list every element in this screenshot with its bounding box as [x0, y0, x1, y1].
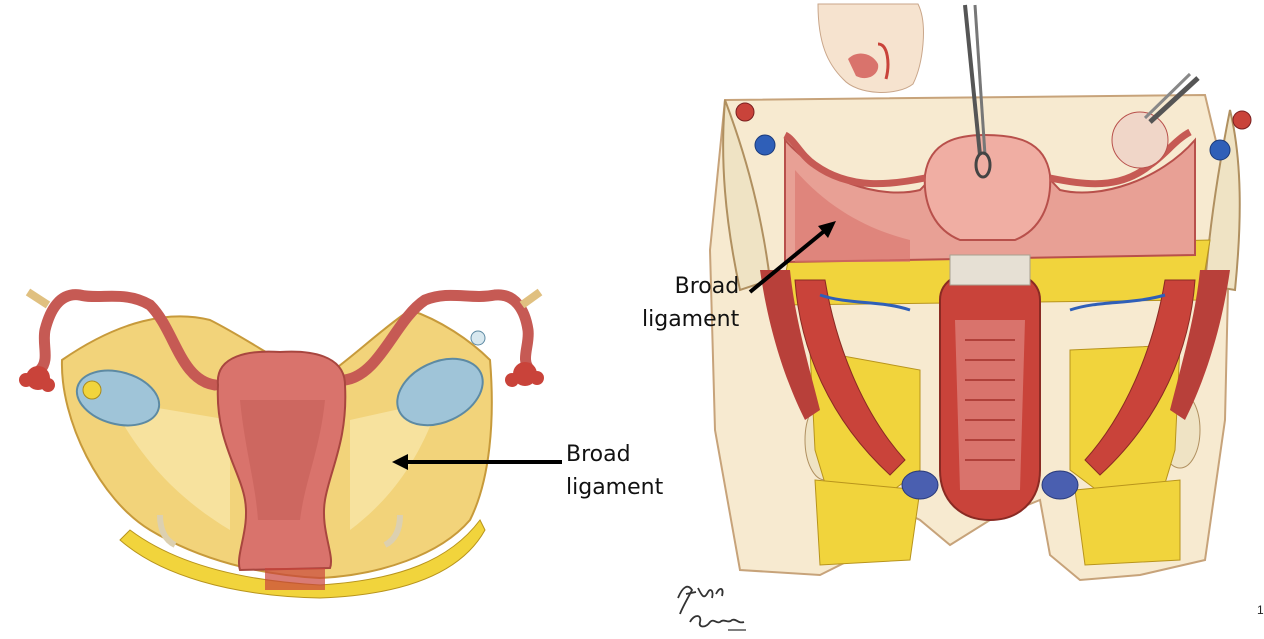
- uterosacral-stub-left: [157, 514, 177, 548]
- left-label-line2: ligament: [566, 475, 664, 500]
- uterus-shading: [240, 400, 325, 520]
- right-uterine-tube-section: [1049, 128, 1192, 188]
- left-lateral-muscle: [760, 270, 820, 420]
- pelvis-coronal-section-illustration: [708, 3, 1252, 582]
- orientation-inset: [817, 3, 924, 93]
- right-pudendal-vessels: [1041, 470, 1079, 500]
- left-iliac-vein: [754, 134, 776, 156]
- vaginal-lumen: [955, 320, 1025, 490]
- pelvic-fat-bottom: [814, 479, 921, 566]
- left-iliac-artery: [735, 102, 755, 122]
- right-suspensory-stub: [519, 288, 543, 309]
- parametrial-vessels-right: [1069, 293, 1166, 312]
- right-label-line1: Broad: [674, 274, 740, 299]
- uterus-broad-ligament-illustration: [19, 288, 544, 599]
- right-iliac-artery: [1232, 110, 1252, 130]
- surgical-forceps: [963, 4, 1200, 179]
- left-suspensory-stub: [25, 288, 51, 309]
- pelvic-fat-bottom-right: [1074, 479, 1181, 566]
- uterus-fundus: [923, 133, 1052, 241]
- broad-ligament-highlight: [110, 400, 230, 530]
- left-pelvic-muscle: [794, 279, 906, 476]
- right-iliac-vein: [1209, 139, 1231, 161]
- vaginal-rugae: [965, 339, 1015, 461]
- left-label-line1: Broad: [566, 442, 631, 467]
- right-label-line2: ligament: [642, 307, 740, 332]
- left-ovary-follicle: [82, 380, 102, 400]
- left-uterine-tube-section: [783, 131, 926, 188]
- left-anatomy-panel: Broad ligament: [0, 0, 663, 639]
- right-ovary-section: [1111, 111, 1169, 169]
- right-ovary-follicle: [470, 330, 486, 346]
- right-anatomy-panel: Broad ligament: [620, 0, 1264, 639]
- uterus-body: [216, 350, 347, 572]
- left-pudendal-vessels: [901, 470, 939, 500]
- left-uterine-tube: [34, 289, 221, 391]
- rectum-stub: [265, 568, 325, 590]
- netter-signature: [677, 585, 746, 631]
- right-fimbriae: [505, 362, 544, 387]
- right-lateral-muscle: [1170, 270, 1230, 420]
- right-ovary: [396, 357, 484, 427]
- parametrial-vessels-left: [819, 293, 911, 312]
- right-pelvic-muscle: [1084, 279, 1196, 476]
- left-broad-ligament-label: Broad ligament: [566, 438, 663, 504]
- page-number: 1: [1257, 603, 1264, 617]
- cervix-top: [949, 254, 1031, 286]
- right-broad-ligament-label: Broad ligament: [642, 270, 739, 336]
- left-fimbriae: [19, 366, 55, 392]
- uterosacral-stub-right: [383, 514, 403, 548]
- right-uterine-tube: [339, 289, 536, 386]
- fat-fringe: [119, 519, 486, 599]
